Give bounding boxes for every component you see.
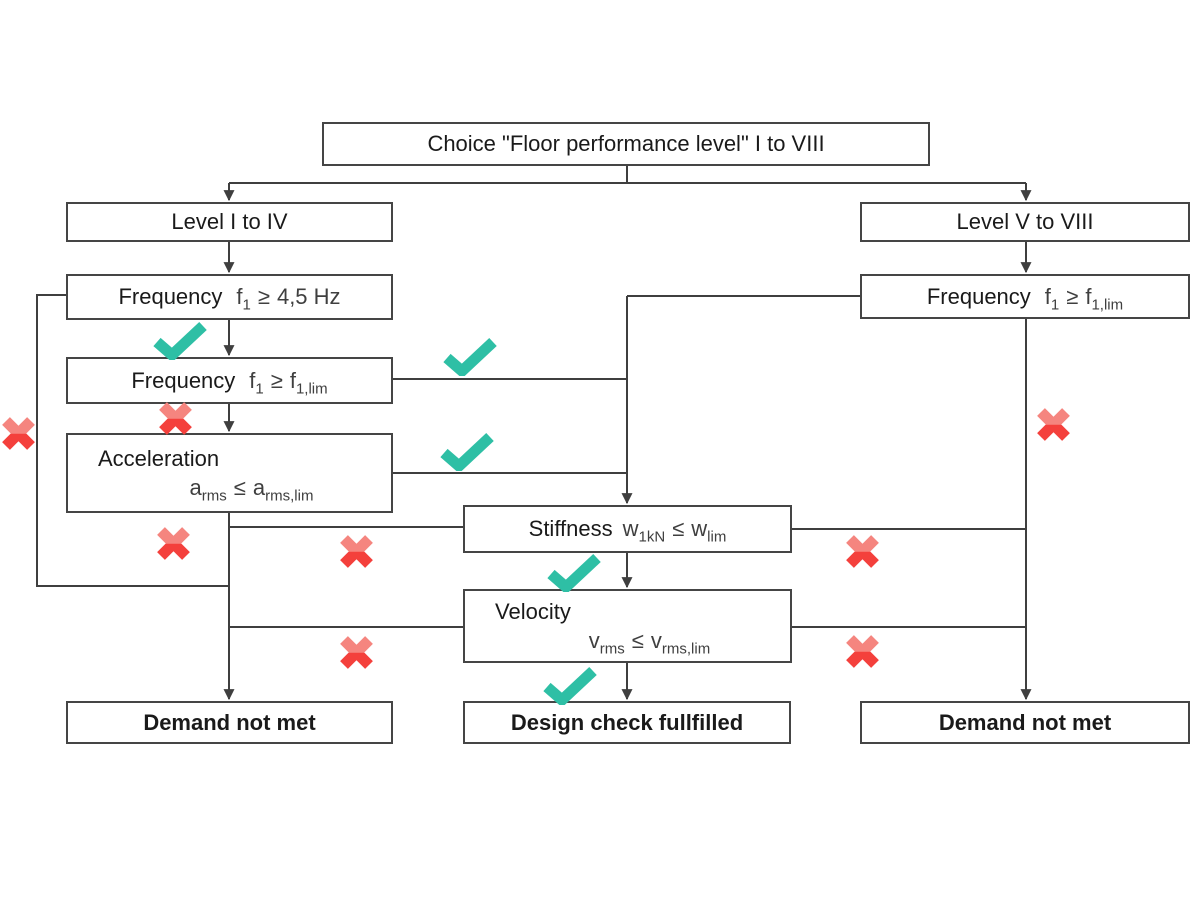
frequency-45hz-formula: f1≥4,5 Hz <box>236 284 341 314</box>
stiffness-box: Stiffness w1kN≤wlim <box>463 505 792 553</box>
check-icon <box>442 336 498 376</box>
velocity-formula: vrms≤vrms,lim <box>588 627 711 657</box>
level-1-4-label: Level I to IV <box>171 209 288 234</box>
frequency-lim-left-formula: f1≥f1,lim <box>249 367 328 397</box>
acceleration-box: Acceleration arms≤arms,lim <box>66 433 393 513</box>
cross-icon <box>1035 406 1072 443</box>
frequency-lim-right-label: Frequency <box>926 283 1031 309</box>
choice-level-label: Choice "Floor performance level" I to VI… <box>427 131 825 156</box>
level-1-4-box: Level I to IV <box>66 202 393 242</box>
design-check-fulfilled-box: Design check fullfilled <box>463 701 791 744</box>
cross-icon <box>0 415 37 452</box>
frequency-lim-left-label: Frequency <box>131 367 236 393</box>
demand-not-met-left-box: Demand not met <box>66 701 393 744</box>
level-5-8-label: Level V to VIII <box>956 209 1094 234</box>
choice-level-box: Choice "Floor performance level" I to VI… <box>322 122 930 166</box>
cross-icon <box>844 633 881 670</box>
stiffness-label: Stiffness <box>528 516 613 541</box>
frequency-lim-left-box: Frequency f1≥f1,lim <box>66 357 393 404</box>
check-icon <box>542 665 598 705</box>
frequency-lim-right-box: Frequency f1≥f1,lim <box>860 274 1190 319</box>
acceleration-label: Acceleration <box>98 445 220 471</box>
stiffness-formula: w1kN≤wlim <box>622 516 727 546</box>
frequency-45hz-label: Frequency <box>118 284 223 309</box>
check-icon <box>439 431 495 471</box>
check-icon <box>546 552 602 592</box>
cross-icon <box>844 533 881 570</box>
cross-icon <box>338 634 375 671</box>
velocity-label: Velocity <box>495 598 571 624</box>
frequency-lim-right-formula: f1≥f1,lim <box>1044 283 1124 313</box>
demand-not-met-right-box: Demand not met <box>860 701 1190 744</box>
demand-not-met-left-label: Demand not met <box>143 709 316 735</box>
cross-icon <box>338 533 375 570</box>
level-5-8-box: Level V to VIII <box>860 202 1190 242</box>
cross-icon <box>155 525 192 562</box>
cross-icon <box>157 400 194 437</box>
design-check-fulfilled-label: Design check fullfilled <box>510 709 744 735</box>
velocity-box: Velocity vrms≤vrms,lim <box>463 589 792 663</box>
demand-not-met-right-label: Demand not met <box>938 709 1112 735</box>
frequency-45hz-box: Frequency f1≥4,5 Hz <box>66 274 393 320</box>
acceleration-formula: arms≤arms,lim <box>189 474 314 504</box>
check-icon <box>152 320 208 360</box>
